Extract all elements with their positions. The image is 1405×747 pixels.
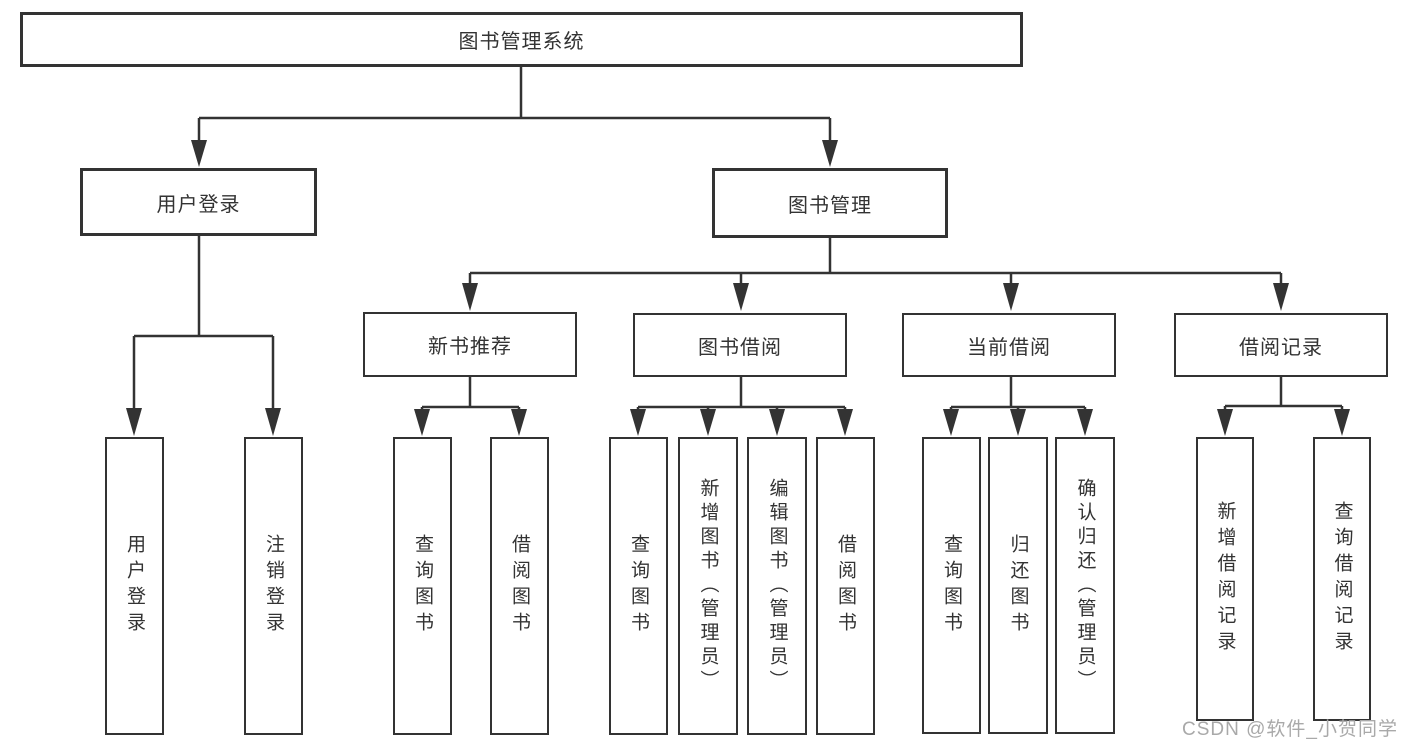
leaf-query-book-recommend: 查询图书 <box>393 437 452 735</box>
leaf-add-book-admin: 新增图书（管理员） <box>678 437 738 735</box>
node-book-management: 图书管理 <box>712 168 948 238</box>
leaf-borrow-book: 借阅图书 <box>816 437 875 735</box>
leaf-add-borrow-record: 新增借阅记录 <box>1196 437 1254 721</box>
leaf-user-login: 用户登录 <box>105 437 164 735</box>
node-book-borrow: 图书借阅 <box>633 313 847 377</box>
leaf-logout: 注销登录 <box>244 437 303 735</box>
csdn-watermark: CSDN @软件_小贺同学 <box>1182 719 1398 740</box>
leaf-edit-book-admin: 编辑图书（管理员） <box>747 437 807 735</box>
node-root-library-system: 图书管理系统 <box>20 12 1023 67</box>
node-new-book-recommend: 新书推荐 <box>363 312 577 377</box>
leaf-confirm-return-admin: 确认归还（管理员） <box>1055 437 1115 734</box>
node-current-borrow: 当前借阅 <box>902 313 1116 377</box>
leaf-return-book: 归还图书 <box>988 437 1048 734</box>
leaf-query-borrow-record: 查询借阅记录 <box>1313 437 1371 721</box>
leaf-borrow-book-recommend: 借阅图书 <box>490 437 549 735</box>
leaf-query-book-current: 查询图书 <box>922 437 981 734</box>
node-user-login: 用户登录 <box>80 168 317 236</box>
leaf-query-book-borrow: 查询图书 <box>609 437 668 735</box>
node-borrow-records: 借阅记录 <box>1174 313 1388 377</box>
